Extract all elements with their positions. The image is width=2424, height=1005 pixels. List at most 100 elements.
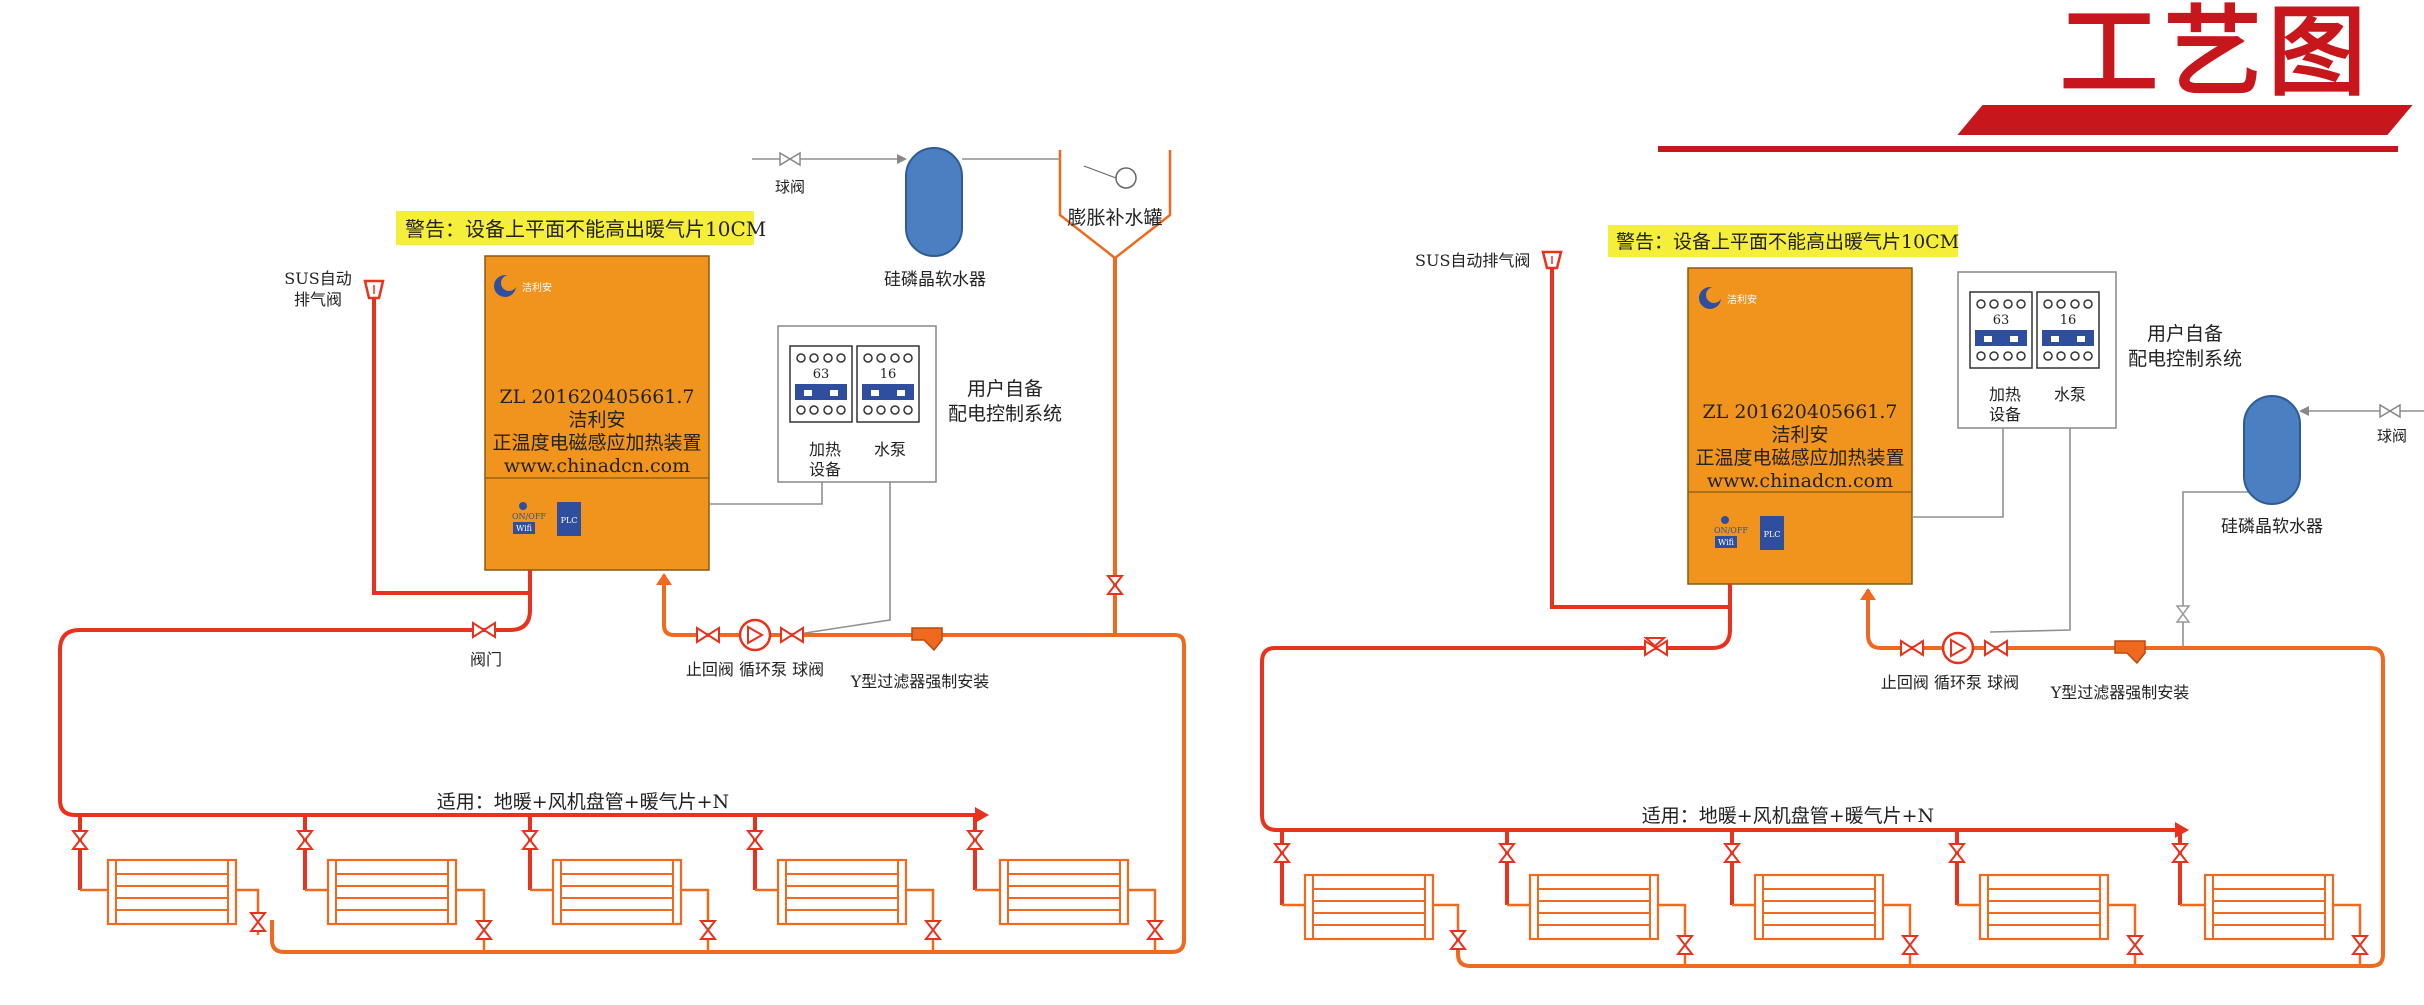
- pump-group-label: 止回阀 循环泵 球阀: [1881, 673, 2019, 692]
- plc-label: PLC: [561, 516, 578, 525]
- y-filter-icon: [2114, 640, 2146, 665]
- ball-valve-icon: [779, 152, 801, 166]
- device-brand: 洁利安: [1771, 424, 1828, 446]
- breaker1-rating: 63: [1993, 313, 2010, 328]
- logo-text: 洁利安: [522, 281, 552, 294]
- circulation-pump-icon: [738, 618, 772, 652]
- breaker1-rating: 63: [813, 367, 830, 382]
- circulation-pump-icon: [1941, 631, 1975, 665]
- pump-breaker: [856, 345, 920, 423]
- wifi-badge: [513, 522, 535, 534]
- float-icon: [1115, 167, 1137, 189]
- warning-text: 警告：设备上平面不能高出暖气片10CM: [405, 217, 766, 241]
- radiator-branch: [1274, 830, 1466, 950]
- radiator: [106, 858, 238, 926]
- radiator-branch: [2172, 830, 2368, 966]
- ball-valve-label: 球阀: [775, 178, 805, 196]
- radiator: [2203, 873, 2335, 941]
- pump-breaker: [2036, 291, 2100, 369]
- radiator: [1528, 873, 1660, 941]
- device-url: www.chinadcn.com: [1707, 470, 1893, 492]
- device-brand: 洁利安: [568, 409, 625, 431]
- device-url: www.chinadcn.com: [504, 455, 690, 477]
- gate-valve-label: 阀门: [470, 650, 502, 669]
- logo-text: 洁利安: [1727, 293, 1757, 306]
- panel-title-1: 用户自备: [2147, 323, 2223, 345]
- radiator: [326, 858, 458, 926]
- panel-title-2: 配电控制系统: [948, 403, 1062, 425]
- device-patent: ZL 201620405661.7: [499, 386, 694, 408]
- radiator-branch: [747, 815, 941, 952]
- gate-valve-icon: [1643, 637, 1667, 648]
- tank-valve-icon: [1107, 575, 1123, 595]
- gate-valve-icon: [472, 622, 496, 638]
- y-filter-label: Y型过滤器强制安装: [850, 672, 990, 691]
- title-block: 工艺图: [1650, 0, 2424, 160]
- warning-box: [396, 211, 754, 245]
- softener-valve-icon: [2176, 605, 2190, 623]
- device-patent: ZL 201620405661.7: [1702, 401, 1897, 423]
- breaker2-rating: 16: [2060, 313, 2077, 328]
- air-vent-label-1: SUS自动: [284, 269, 351, 288]
- radiator-branch: [522, 815, 716, 952]
- radiator: [551, 858, 683, 926]
- panel-label-heating-2: 设备: [1989, 405, 2021, 424]
- radiator-branch: [1499, 830, 1693, 966]
- panel-label-pump: 水泵: [2054, 385, 2086, 404]
- radiator-branch: [297, 815, 492, 952]
- plc-badge: [1760, 516, 1784, 550]
- radiator-branch: [967, 815, 1163, 952]
- plc-label: PLC: [1764, 530, 1781, 539]
- applicable-label: 适用：地暖+风机盘管+暖气片+N: [437, 791, 729, 813]
- expansion-tank-label: 膨胀补水罐: [1067, 207, 1162, 229]
- breaker2-rating: 16: [880, 367, 897, 382]
- panel-title-2: 配电控制系统: [2128, 348, 2242, 370]
- heating-device: [484, 255, 710, 571]
- heating-breaker: [789, 345, 853, 423]
- softener-label: 硅磷晶软水器: [884, 270, 986, 290]
- panel-label-pump: 水泵: [874, 440, 906, 459]
- radiator-branch: [1724, 830, 1918, 966]
- warning-text: 警告：设备上平面不能高出暖气片10CM: [1616, 231, 1959, 253]
- panel-label-heating-1: 加热: [809, 440, 841, 459]
- y-filter-icon: [911, 627, 943, 652]
- panel-label-heating-2: 设备: [809, 460, 841, 479]
- applicable-label: 适用：地暖+风机盘管+暖气片+N: [1642, 805, 1934, 827]
- water-softener: [905, 147, 963, 257]
- device-name: 正温度电磁感应加热装置: [492, 432, 701, 454]
- radiator: [998, 858, 1130, 926]
- title-underline: [1658, 146, 2398, 152]
- pump-group-label: 止回阀 循环泵 球阀: [686, 660, 824, 679]
- right-diagram: 警告：设备上平面不能高出暖气片10CM 洁利安 ZL 201620405661.…: [1260, 225, 2424, 968]
- ball-valve-label: 球阀: [2377, 427, 2407, 445]
- ball-valve-icon: [2379, 404, 2401, 418]
- air-vent-label-2: 排气阀: [294, 290, 342, 309]
- left-diagram: 警告：设备上平面不能高出暖气片10CM 洁利安 ZL 201620405661.…: [58, 147, 1186, 954]
- softener-label: 硅磷晶软水器: [2221, 517, 2323, 537]
- radiator: [1303, 873, 1435, 941]
- panel-title-1: 用户自备: [967, 378, 1043, 400]
- expansion-tank: [1058, 150, 1172, 260]
- page-title: 工艺图: [2060, 0, 2373, 110]
- air-vent-label: SUS自动排气阀: [1415, 251, 1530, 270]
- heating-device: [1687, 267, 1913, 585]
- device-name: 正温度电磁感应加热装置: [1695, 447, 1904, 469]
- radiator: [1753, 873, 1885, 941]
- warning-box: [1608, 225, 1958, 257]
- water-softener: [2243, 395, 2301, 505]
- heating-breaker: [1969, 291, 2033, 369]
- wifi-label: Wifi: [1718, 538, 1735, 547]
- wifi-label: Wifi: [516, 524, 533, 533]
- radiator: [1978, 873, 2110, 941]
- onoff-label: ON/OFF: [512, 512, 546, 521]
- status-led-icon: [519, 502, 527, 510]
- status-led-icon: [1721, 516, 1729, 524]
- onoff-label: ON/OFF: [1714, 526, 1748, 535]
- y-filter-label: Y型过滤器强制安装: [2050, 683, 2190, 702]
- plc-badge: [557, 502, 581, 536]
- radiator-branch: [1949, 830, 2143, 966]
- radiator: [776, 858, 908, 926]
- radiator-branch: [72, 815, 266, 935]
- wifi-badge: [1715, 536, 1737, 548]
